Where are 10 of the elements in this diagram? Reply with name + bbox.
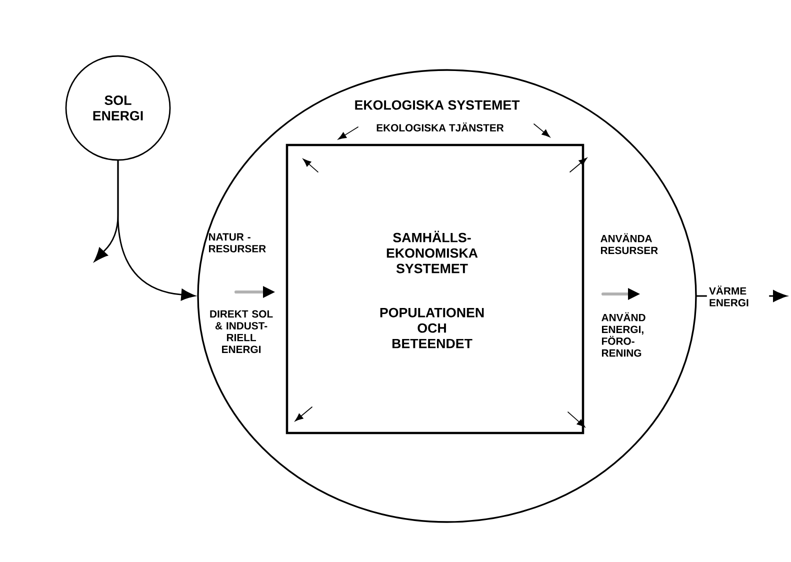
box-text: SAMHÄLLS- EKONOMISKA SYSTEMET xyxy=(386,230,478,274)
flow-label: NATUR - RESURSER xyxy=(209,233,266,252)
flow-label: ANVÄNDA RESURSER xyxy=(600,233,658,254)
flow-label: DIREKT SOL & INDUST- RIELL ENERGI xyxy=(210,310,273,354)
subheading: EKOLOGISKA TJÄNSTER xyxy=(376,122,504,132)
arrow xyxy=(94,160,119,262)
edge-label: VÄRME ENERGI xyxy=(706,284,770,309)
heading: EKOLOGISKA SYSTEMET xyxy=(355,100,520,110)
box-text: POPULATIONEN OCH BETEENDET xyxy=(380,308,484,348)
flow-label: ANVÄND ENERGI, FÖRO- RENING xyxy=(602,312,646,357)
